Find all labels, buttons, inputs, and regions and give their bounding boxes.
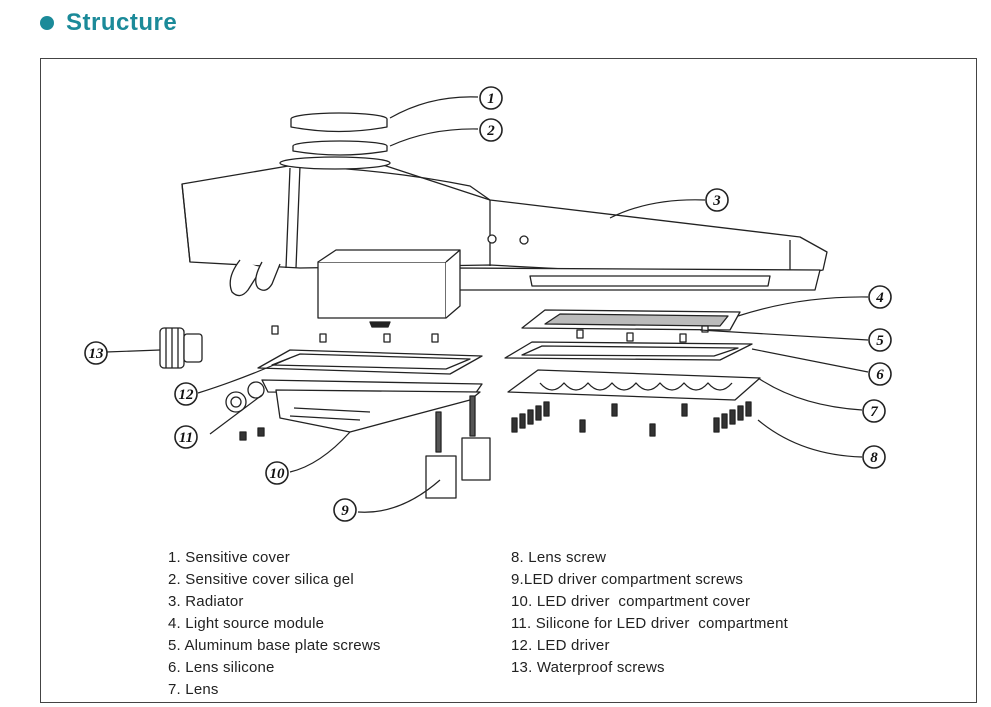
legend-item: 3. Radiator — [168, 593, 244, 610]
legend-item: 10. LED driver compartment cover — [511, 593, 751, 610]
callout-12-number: 12 — [179, 387, 195, 403]
callout-13-circle — [84, 341, 108, 365]
callout-10-number: 10 — [270, 466, 286, 482]
callout-1-circle — [479, 86, 503, 110]
callout-2-circle — [479, 118, 503, 142]
light-source-module-part — [521, 309, 741, 331]
legend-item: 4. Light source module — [168, 615, 325, 632]
callout-3-circle — [705, 188, 729, 212]
legend-item: 7. Lens — [168, 681, 219, 698]
legend-item: 1. Sensitive cover — [168, 549, 290, 566]
callout-6-number: 6 — [876, 367, 884, 383]
bullet-dot-icon — [40, 16, 54, 30]
sensitive-cover-part — [290, 112, 388, 133]
driver-compartment-plate-part — [257, 349, 483, 375]
legend-item: 11. Silicone for LED driver compartment — [511, 615, 788, 632]
callout-2-number: 2 — [486, 123, 495, 139]
driver-screws-part — [271, 325, 439, 343]
callout-11-number: 11 — [179, 430, 193, 446]
legend-item: 5. Aluminum base plate screws — [168, 637, 381, 654]
legend-item: 9.LED driver compartment screws — [511, 571, 744, 588]
lens-part — [507, 369, 761, 401]
callout-10-circle — [265, 461, 289, 485]
legend-item: 13. Waterproof screws — [511, 659, 665, 676]
callout-1-number: 1 — [487, 91, 495, 107]
callout-4-circle — [868, 285, 892, 309]
callout-12-circle — [174, 382, 198, 406]
callout-3-number: 3 — [712, 193, 721, 209]
legend-item: 6. Lens silicone — [168, 659, 275, 676]
base-plate-screws-part — [576, 325, 709, 343]
section-title: Structure — [66, 9, 178, 36]
compartment-screws-part — [425, 395, 491, 499]
callout-5-number: 5 — [876, 333, 884, 349]
driver-compartment-cover-part — [239, 389, 481, 441]
callout-5-circle — [868, 328, 892, 352]
legend-item: 2. Sensitive cover silica gel — [168, 571, 354, 588]
lens-screws-part — [511, 401, 752, 437]
legend-item: 12. LED driver — [511, 637, 610, 654]
diagram-frame — [40, 58, 977, 703]
callout-13-number: 13 — [89, 346, 105, 362]
lens-silicone-part — [504, 341, 753, 361]
section-header: Structure — [40, 6, 177, 40]
callout-9-number: 9 — [341, 503, 349, 519]
led-driver-part — [317, 249, 461, 328]
callout-7-circle — [862, 399, 886, 423]
callout-7-number: 7 — [870, 404, 878, 420]
callout-8-number: 8 — [870, 450, 878, 466]
silica-gel-part — [292, 140, 388, 156]
legend-left-column: 1. Sensitive cover 2. Sensitive cover si… — [168, 547, 381, 701]
callout-11-circle — [174, 425, 198, 449]
legend-right-column: 8. Lens screw 9.LED driver compartment s… — [511, 547, 788, 679]
callout-4-number: 4 — [875, 290, 884, 306]
radiator-housing-part — [181, 156, 828, 297]
callout-8-circle — [862, 445, 886, 469]
legend-item: 8. Lens screw — [511, 549, 607, 566]
callout-6-circle — [868, 362, 892, 386]
waterproof-screw-part — [159, 327, 203, 369]
callout-9-circle — [333, 498, 357, 522]
